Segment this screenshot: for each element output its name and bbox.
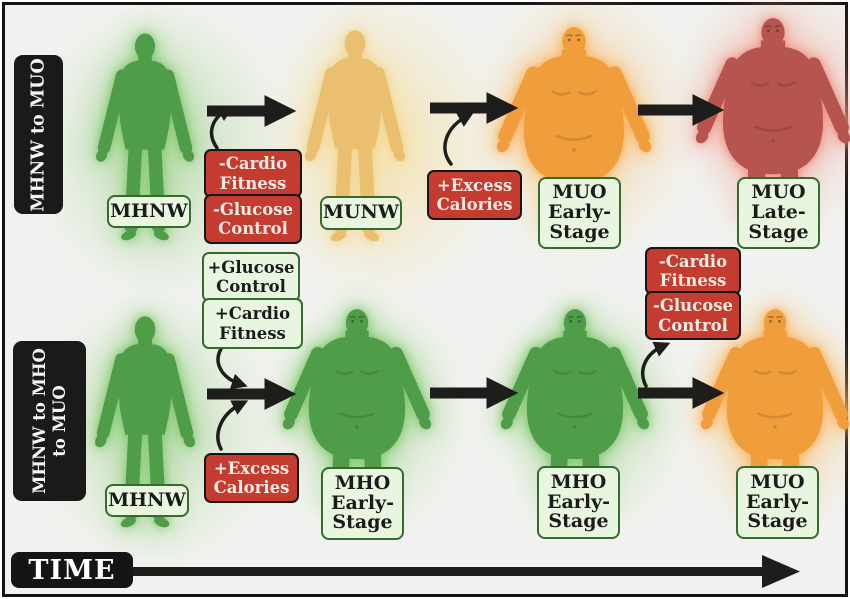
row-label-line: to MUO: [49, 385, 69, 457]
factor-text: +Glucose: [207, 257, 295, 277]
stage-text: Stage: [332, 511, 393, 534]
row-label-mhnw-to-mho-to-muo: MHNW to MHO to MUO: [13, 341, 86, 501]
factor-plus-cardio-fitness: +Cardio Fitness: [202, 298, 303, 349]
stage-text: Early-: [548, 201, 611, 224]
factor-minus-glucose-control-top: -Glucose Control: [204, 194, 302, 244]
factor-text: +Excess: [213, 458, 290, 478]
stage-label-munw: MUNW: [320, 196, 402, 230]
factor-text: -Glucose: [212, 199, 294, 219]
factor-minus-glucose-control-bottom: -Glucose Control: [645, 291, 741, 340]
stage-text: Stage: [748, 220, 809, 243]
stage-text: Stage: [549, 220, 610, 243]
stage-text: MUO: [552, 181, 607, 204]
factor-text: +Excess: [436, 175, 513, 195]
factor-text: -Glucose: [652, 296, 734, 316]
stage-text: Early-: [746, 490, 809, 513]
stage-label-mhnw-bottom: MHNW: [105, 484, 189, 517]
factor-plus-excess-calories-top: +Excess Calories: [427, 170, 522, 220]
factor-minus-cardio-fitness-bottom: -Cardio Fitness: [645, 247, 741, 295]
stage-label-muo-early-bottom: MUO Early- Stage: [736, 466, 819, 539]
stage-label-mhnw-top: MHNW: [107, 195, 191, 228]
stage-text: MHNW: [108, 488, 186, 511]
row-label-text: MHNW to MUO: [28, 57, 48, 212]
factor-plus-excess-calories-bottom: +Excess Calories: [204, 453, 299, 503]
factor-text: Fitness: [219, 173, 287, 193]
factor-text: -Cardio: [658, 251, 728, 271]
row-label-mhnw-to-muo: MHNW to MUO: [14, 55, 63, 214]
stage-text: MUO: [751, 181, 806, 204]
stage-text: MUNW: [322, 201, 400, 224]
factor-text: +Cardio: [214, 304, 291, 324]
factor-text: Fitness: [659, 271, 727, 290]
factor-text: Control: [218, 219, 288, 238]
factor-plus-glucose-control: +Glucose Control: [202, 252, 300, 302]
stage-text: MHO: [550, 470, 607, 493]
factor-text: Calories: [213, 478, 290, 497]
stage-label-mho-early-2: MHO Early- Stage: [537, 466, 620, 539]
row-label-line: MHNW to MHO: [29, 348, 49, 494]
time-label: TIME: [11, 552, 133, 588]
factor-text: Calories: [436, 195, 513, 214]
stage-text: MHNW: [110, 199, 188, 222]
factor-text: Control: [216, 277, 286, 296]
stage-text: Stage: [747, 510, 808, 533]
time-text: TIME: [28, 554, 116, 586]
stage-text: Early-: [331, 491, 394, 514]
stage-label-muo-late: MUO Late- Stage: [737, 177, 820, 249]
stage-label-mho-early-1: MHO Early- Stage: [321, 467, 404, 540]
factor-text: Control: [658, 315, 728, 335]
factor-text: -Cardio: [218, 154, 288, 174]
stage-text: MHO: [334, 471, 391, 494]
stage-text: Early-: [547, 490, 610, 513]
stage-text: MUO: [750, 470, 805, 493]
stage-label-muo-early-top: MUO Early- Stage: [538, 177, 621, 249]
stage-text: Stage: [548, 510, 609, 533]
stage-text: Late-: [751, 201, 806, 224]
factor-minus-cardio-fitness-top: -Cardio Fitness: [204, 149, 302, 198]
factor-text: Fitness: [219, 323, 286, 343]
